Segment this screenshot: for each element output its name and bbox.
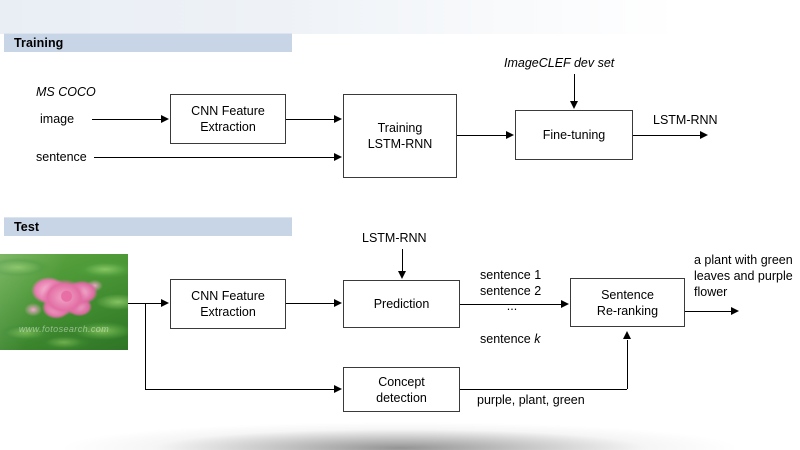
arrowhead-cnn-to-training-lstm xyxy=(334,114,342,123)
arrowhead-reranking-to-output xyxy=(731,306,739,315)
arrowhead-cnn-to-prediction xyxy=(334,298,342,307)
arrowhead-branch-to-concept xyxy=(334,384,342,393)
training-sentence-input-label: sentence xyxy=(36,150,87,164)
arrowhead-concept-to-reranking xyxy=(622,331,631,339)
edge-cnn-to-training-lstm xyxy=(286,119,335,120)
edge-finetune-to-output xyxy=(633,135,701,136)
section-header-training: Training xyxy=(4,33,292,52)
candidate-sentence-2: sentence 2 xyxy=(480,284,542,298)
section-header-test-label: Test xyxy=(14,220,40,234)
section-header-training-label: Training xyxy=(14,36,64,50)
edge-lstm-to-prediction xyxy=(402,249,403,272)
test-input-photo: www.fotosearch.com xyxy=(0,254,128,350)
candidate-sentence-1: sentence 1 xyxy=(480,268,542,282)
arrowhead-image-to-cnn xyxy=(161,114,169,123)
edge-image-to-cnn xyxy=(92,119,162,120)
imageclef-dev-set-label: ImageCLEF dev set xyxy=(504,56,615,70)
concept-detection-output-label: purple, plant, green xyxy=(477,393,585,407)
arrowhead-imageclef-to-finetune xyxy=(569,101,578,109)
section-header-test: Test xyxy=(4,217,292,236)
edge-concept-to-reranking-vertical xyxy=(627,340,628,389)
training-dataset-label: MS COCO xyxy=(36,85,96,99)
arrowhead-photo-to-cnn xyxy=(161,298,169,307)
node-training-lstm-rnn: Training LSTM-RNN xyxy=(343,94,457,178)
candidate-sentence-k-index: k xyxy=(534,332,541,346)
training-image-input-label: image xyxy=(40,112,75,126)
page-bottom-shadow xyxy=(0,418,800,450)
candidate-sentence-k: sentence k xyxy=(480,315,540,347)
edge-imageclef-to-finetune xyxy=(574,74,575,102)
node-prediction: Prediction xyxy=(343,280,460,328)
final-output-label: a plant with green leaves and purple flo… xyxy=(694,253,793,299)
edge-sentence-to-training-lstm xyxy=(94,157,335,158)
candidate-sentence-ellipsis: ... xyxy=(506,299,518,313)
photo-watermark: www.fotosearch.com xyxy=(18,324,110,334)
node-cnn-feature-extraction-training: CNN Feature Extraction xyxy=(170,94,286,144)
arrowhead-sentence-to-training-lstm xyxy=(334,152,342,161)
arrowhead-finetune-to-output xyxy=(700,130,708,139)
edge-reranking-to-output xyxy=(685,311,732,312)
node-fine-tuning: Fine-tuning xyxy=(515,110,633,160)
node-concept-detection: Concept detection xyxy=(343,367,460,412)
edge-branch-to-concept xyxy=(145,389,334,390)
edge-cnn-to-prediction xyxy=(286,303,335,304)
arrowhead-training-lstm-to-finetune xyxy=(506,130,514,139)
test-model-input-label: LSTM-RNN xyxy=(362,231,427,245)
edge-concept-to-reranking-horizontal xyxy=(460,389,627,390)
edge-prediction-to-reranking xyxy=(460,304,562,305)
candidate-sentence-k-prefix: sentence xyxy=(480,332,535,346)
training-output-label: LSTM-RNN xyxy=(653,113,718,127)
edge-branch-vertical xyxy=(145,303,146,389)
arrowhead-prediction-to-reranking xyxy=(561,299,569,308)
node-cnn-feature-extraction-test: CNN Feature Extraction xyxy=(170,279,286,329)
node-sentence-reranking: Sentence Re-ranking xyxy=(570,278,685,327)
top-gradient-wash xyxy=(0,0,800,34)
arrowhead-lstm-to-prediction xyxy=(397,271,406,279)
edge-training-lstm-to-finetune xyxy=(457,135,507,136)
